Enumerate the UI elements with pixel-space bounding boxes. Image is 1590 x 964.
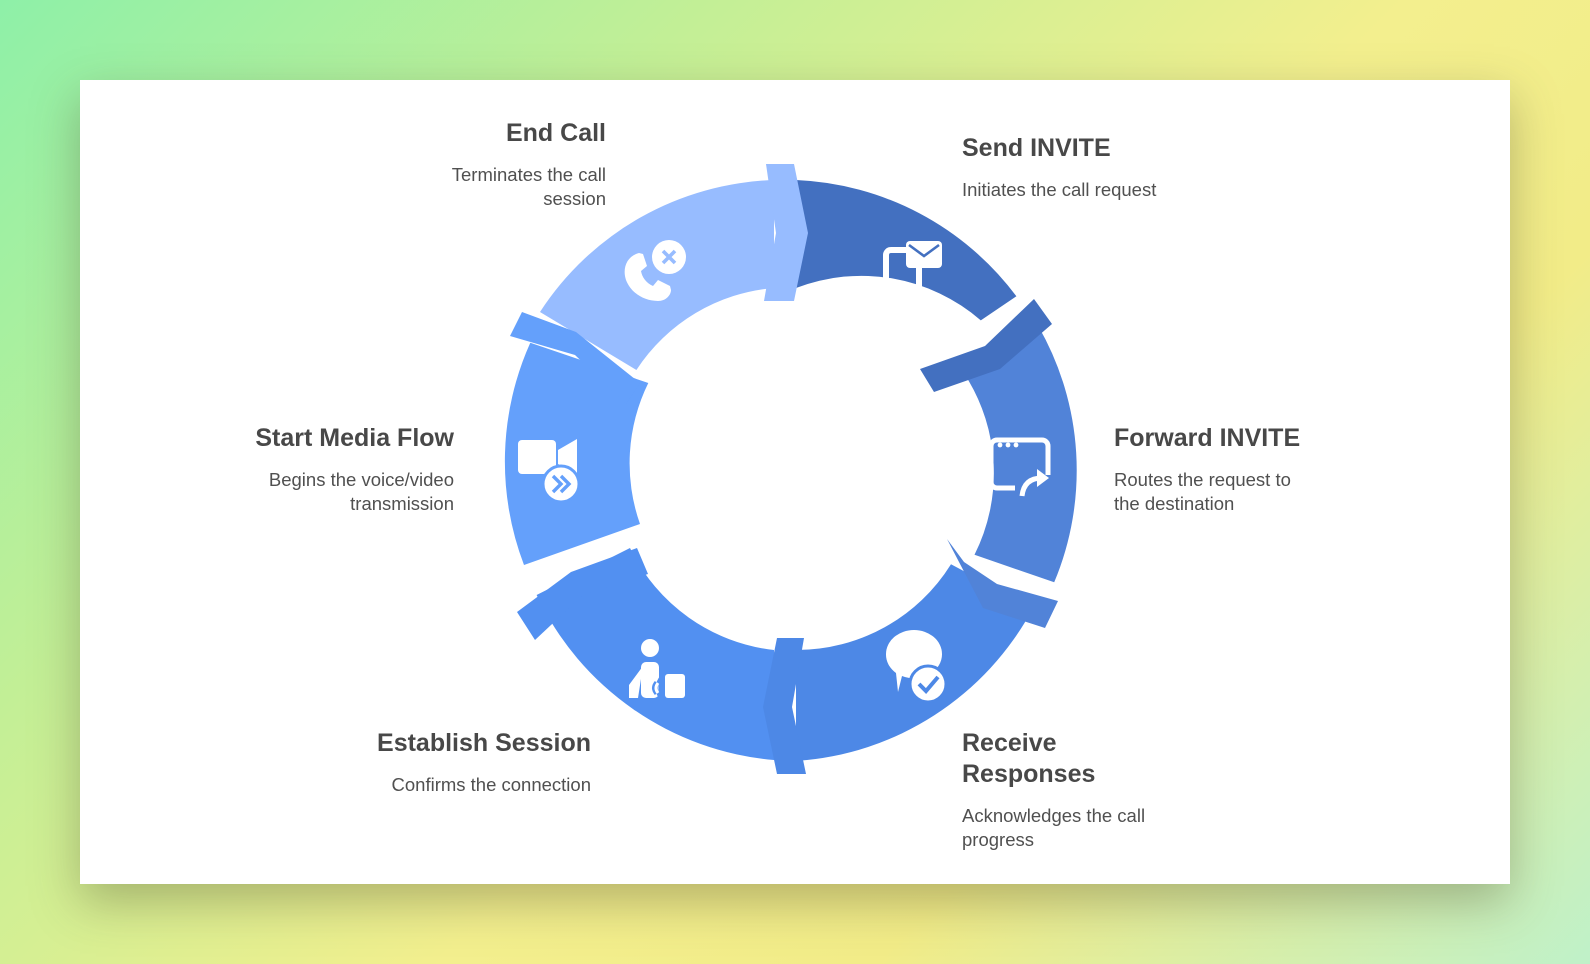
mobile-mail-icon — [883, 241, 942, 305]
person-signal-icon — [629, 639, 685, 701]
step-description: Initiates the call request — [962, 179, 1157, 200]
step-title: Send INVITE — [962, 134, 1111, 162]
step-title: Receive Responses — [962, 729, 1096, 788]
connector-end-to-send — [764, 164, 808, 301]
segment-forward-invite — [965, 326, 1077, 583]
step-description: Confirms the connection — [391, 774, 592, 795]
connector-send-to-forward — [920, 299, 1052, 392]
step-title: Start Media Flow — [255, 424, 454, 452]
step-title: Forward INVITE — [1114, 424, 1301, 452]
step-label-end-call: End Call Terminates the call session — [426, 118, 606, 210]
phone-cancel-icon — [624, 240, 686, 301]
step-title: End Call — [505, 119, 606, 147]
cycle-diagram — [504, 164, 1077, 774]
step-label-establish-session: Establish Session Confirms the connectio… — [310, 728, 591, 797]
connector-media-to-end — [510, 312, 640, 404]
connector-establish-to-media — [517, 548, 648, 640]
video-forward-icon — [518, 439, 581, 504]
step-label-forward-invite: Forward INVITE Routes the request to the… — [1114, 423, 1319, 515]
chat-check-icon — [885, 630, 948, 704]
step-label-start-media-flow: Start Media Flow Begins the voice/video … — [240, 423, 454, 515]
diagram-card: Send INVITE Initiates the call request F… — [80, 80, 1510, 884]
step-title: Establish Session — [377, 729, 591, 757]
step-label-receive-responses: Receive Responses Acknowledges the call … — [962, 728, 1177, 851]
connector-receive-to-establish — [763, 638, 806, 774]
step-description: Begins the voice/video transmission — [268, 469, 454, 514]
window-forward-icon — [988, 437, 1055, 505]
step-label-send-invite: Send INVITE Initiates the call request — [962, 133, 1242, 202]
step-description: Routes the request to the destination — [1114, 469, 1291, 514]
connector-forward-to-receive — [947, 539, 1058, 628]
step-description: Acknowledges the call progress — [962, 805, 1146, 850]
segment-end-call — [540, 180, 774, 370]
step-description: Terminates the call session — [451, 164, 606, 209]
